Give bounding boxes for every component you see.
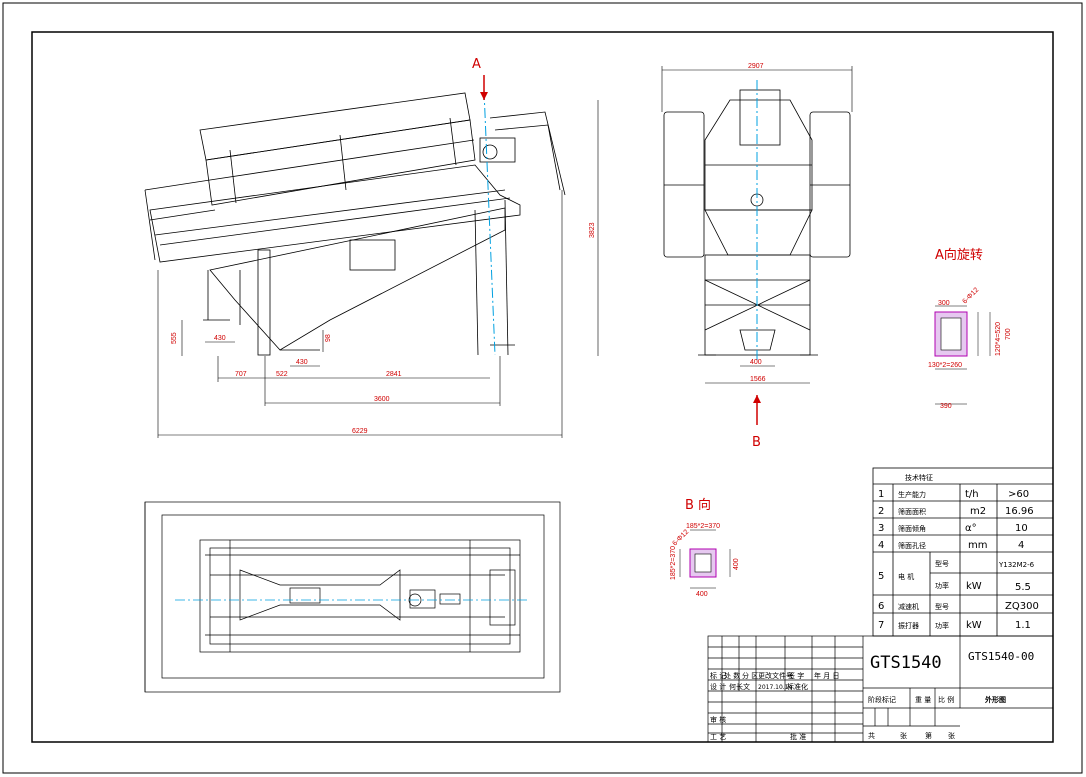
tb-sheet-no: 第 — [925, 731, 932, 740]
dim-522: 522 — [276, 371, 288, 378]
tb-design: 设 计 — [710, 682, 726, 691]
plan-view — [144, 501, 561, 693]
row7-sub: 功率 — [935, 621, 949, 630]
row3-name: 筛面倾角 — [898, 524, 926, 533]
tb-designer: 何长文 — [729, 682, 750, 691]
tb-h-docno: 更改文件号 — [758, 671, 793, 680]
dim-555: 555 — [171, 332, 178, 344]
dim-707: 707 — [235, 371, 247, 378]
row6-value: ZQ300 — [1005, 601, 1039, 612]
row7-name: 振打器 — [898, 621, 919, 630]
a-dim-700: 700 — [1005, 328, 1012, 340]
row7-unit: kW — [966, 620, 982, 631]
tb-sheets: 张 — [900, 731, 907, 740]
a-rotated-view — [934, 305, 991, 405]
row6-name: 减速机 — [898, 602, 919, 611]
view-b-arrow-head — [753, 395, 761, 403]
row5-no: 5 — [878, 571, 884, 582]
view-b-mark: B — [752, 435, 761, 450]
tb-total: 共 — [868, 731, 875, 740]
a-dim-120x4: 120*4=520 — [995, 322, 1002, 356]
dim-400: 400 — [750, 359, 762, 366]
tb-scale: 比 例 — [938, 695, 954, 704]
tb-h-sign: 签 字 — [788, 671, 804, 680]
tb-h-count: 处 数 — [724, 671, 740, 680]
dim-6229: 6229 — [352, 428, 368, 435]
tb-approve: 批 准 — [790, 732, 806, 741]
tb-review: 审 核 — [710, 715, 726, 724]
row1-unit: t/h — [965, 489, 979, 500]
b-dim-400v: 400 — [733, 558, 740, 570]
row4-value: 4 — [1018, 540, 1024, 551]
tb-date-value: 2017.10.14 — [758, 684, 793, 691]
front-dimensions — [661, 66, 853, 384]
tb-drawing-name: 外形图 — [985, 695, 1006, 704]
b-view — [679, 529, 731, 589]
dim-2907: 2907 — [748, 63, 764, 70]
dim-98: 98 — [325, 334, 332, 342]
row5-val2: 5.5 — [1015, 582, 1031, 593]
row1-name: 生产能力 — [898, 490, 926, 499]
row3-no: 3 — [878, 523, 884, 534]
title-block-grid — [707, 635, 1054, 743]
section-arrow-head — [480, 92, 488, 100]
dim-1566: 1566 — [750, 376, 766, 383]
row3-value: 10 — [1015, 523, 1028, 534]
dim-430-a: 430 — [214, 335, 226, 342]
row6-sub: 型号 — [935, 602, 949, 611]
tb-sheet: 张 — [948, 731, 955, 740]
dim-430-b: 430 — [296, 359, 308, 366]
row5-unit2: kW — [966, 581, 982, 592]
tb-stage: 阶段标记 — [868, 695, 896, 704]
side-dimensions — [157, 100, 599, 438]
dim-3823: 3823 — [589, 222, 596, 238]
section-mark-a: A — [472, 57, 481, 72]
a-dim-390: 390 — [940, 403, 952, 410]
tb-model: GTS1540 — [870, 653, 942, 673]
b-dim-185h: 185*2=370 — [686, 523, 720, 530]
dim-2841: 2841 — [386, 371, 402, 378]
row5-name: 电 机 — [898, 572, 914, 581]
row4-unit: mm — [968, 540, 987, 551]
row7-value: 1.1 — [1015, 620, 1031, 631]
b-dim-185v: 185*2=370 — [670, 546, 677, 580]
tb-h-mark: 标 记 — [710, 671, 726, 680]
row1-no: 1 — [878, 489, 884, 500]
section-line — [483, 89, 496, 356]
a-rotated-label: A向旋转 — [935, 247, 983, 263]
row4-no: 4 — [878, 540, 884, 551]
b-dim-400h: 400 — [696, 591, 708, 598]
b-view-label: B 向 — [685, 497, 711, 513]
side-view — [144, 92, 566, 356]
tb-h-date: 年 月 日 — [814, 671, 839, 680]
tb-h-zone: 分 区 — [742, 671, 758, 680]
inner-frame — [31, 31, 1054, 743]
a-dim-6phi12: 6-Φ12 — [961, 287, 980, 306]
dim-3600: 3600 — [374, 396, 390, 403]
row1-value: >60 — [1008, 489, 1029, 500]
row5-sub2: 功率 — [935, 581, 949, 590]
row2-unit: m2 — [970, 506, 986, 517]
b-dim-6phi12: 6-Φ12 — [671, 529, 690, 548]
row5-sub1: 型号 — [935, 559, 949, 568]
row2-name: 筛面面积 — [898, 507, 926, 516]
tech-table-title: 技术特征 — [905, 473, 933, 482]
tb-drawing-no: GTS1540-00 — [968, 650, 1034, 663]
tb-process: 工 艺 — [710, 733, 726, 741]
row5-val1: Y132M2-6 — [998, 561, 1035, 569]
tb-standard: 标准化 — [787, 682, 808, 691]
row2-value: 16.96 — [1005, 506, 1034, 517]
a-dim-300: 300 — [938, 300, 950, 307]
row6-no: 6 — [878, 601, 884, 612]
row3-unit: α° — [965, 523, 977, 534]
row2-no: 2 — [878, 506, 884, 517]
row7-no: 7 — [878, 620, 884, 631]
a-dim-130x2: 130*2=260 — [928, 362, 962, 369]
row4-name: 筛面孔径 — [898, 541, 926, 550]
tb-weight: 重 量 — [915, 696, 931, 704]
